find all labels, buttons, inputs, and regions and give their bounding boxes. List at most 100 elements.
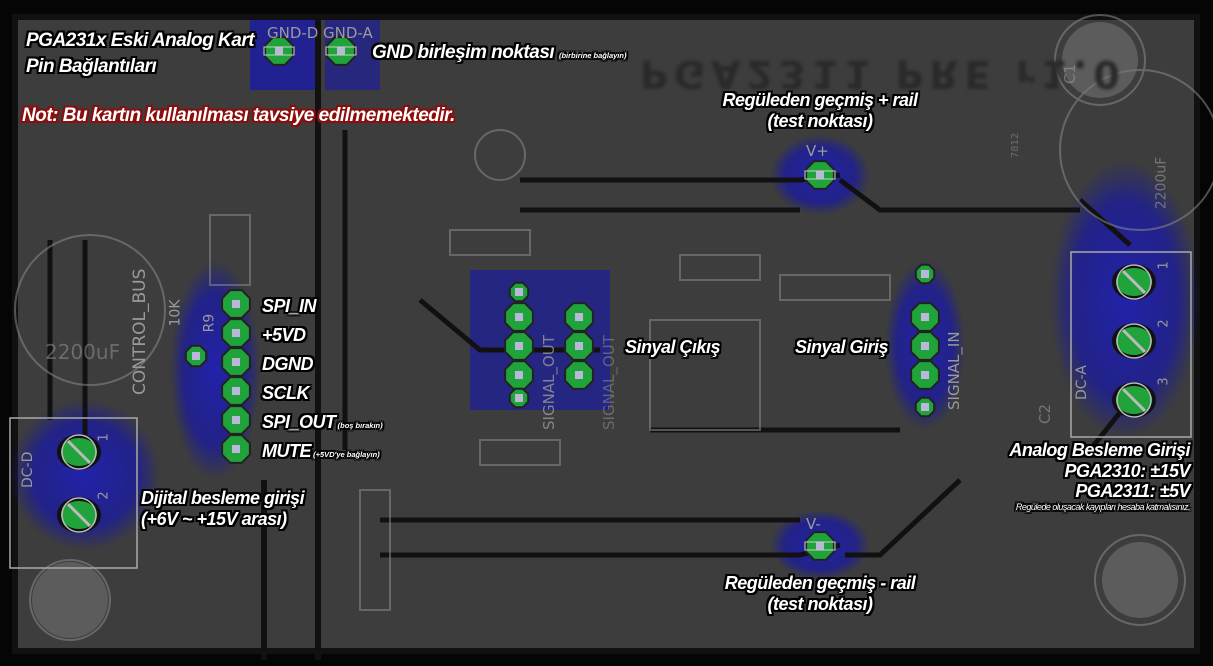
c2-ref: C2 [1036,403,1055,425]
screw-slot [1121,328,1147,354]
v-minus-pad-label: V- [806,515,821,533]
screw-ring [1116,264,1152,300]
control-bus-pin-label: SCLK [262,383,310,404]
regulator-ref: 7812 [1010,132,1022,159]
dc-a-label-line-2: PGA2310: ±15V [1064,460,1191,481]
pad-hole [232,445,240,453]
control-bus-pin-label: +5VD [262,325,306,346]
screw-ring [1116,382,1152,418]
pad-hole [232,358,240,366]
control-bus-pin-label: DGND [262,354,314,375]
pad-hole [816,171,824,179]
pad-hole [515,313,523,321]
pad-hole [515,342,523,350]
pad-hole [921,313,929,321]
pad-hole [575,313,583,321]
v-plus-label: Regüleden geçmiş + rail (test noktası) [700,90,940,131]
dc-d-label: Dijital besleme girişi (+6V ~ +15V arası… [141,488,305,529]
pad-hole [232,300,240,308]
screw-slot [66,439,92,465]
gnd-join-label: GND birleşim noktası (birbirine bağlayın… [372,42,626,64]
pad-hole [921,371,929,379]
dc-a-outline [1070,251,1192,438]
title-line-2: Pin Bağlantıları [26,56,157,77]
screw-slot [1121,269,1147,295]
control-bus-pin-label: SPI_IN [262,296,317,317]
pad-hole [515,288,523,296]
test-point-outline [263,46,295,56]
dc-a-label: Analog Besleme Girişi PGA2310: ±15V PGA2… [900,440,1190,512]
pad-hole [515,394,523,402]
r9-ref: R9 [201,313,218,333]
pin-note: (+5VD'ye bağlayın) [311,450,380,459]
control-bus-silk: CONTROL_BUS [130,268,150,395]
pad-hole [337,47,345,55]
signal-in-silk: SIGNAL_IN [945,331,963,410]
dc-d-pin-1: 1 [96,433,112,442]
dc-d-silk: DC-D [20,451,36,488]
dc-a-pin-3: 3 [1156,377,1172,386]
pad-hole [921,270,929,278]
dc-d-outline [9,417,138,569]
control-bus-pin-label: SPI_OUT (boş bırakın) [262,412,383,433]
signal-out-silk: SIGNAL_OUT [540,335,558,430]
pin-name: SCLK [262,383,310,403]
pad-hole [232,416,240,424]
v-plus-label-line-1: Regüleden geçmiş + rail [722,90,918,110]
gnd-d-pad-label: GND-D [267,24,319,42]
dc-a-label-line-1: Analog Besleme Girişi [1009,440,1190,460]
pad-hole [575,342,583,350]
r9-value: 10K [167,299,184,327]
silkscreen-components [14,14,1213,641]
title-line-1: PGA231x Eski Analog Kart [26,30,255,51]
pad-hole [232,329,240,337]
gnd-join-text: GND birleşim noktası [372,42,555,63]
v-plus-pad-label: V+ [806,142,829,160]
dc-d-pin-2: 2 [96,491,112,500]
test-point-outline [804,170,836,180]
pin-name: SPI_IN [262,296,317,316]
dc-a-pin-2: 2 [1156,319,1172,328]
pad-hole [816,542,824,550]
screw-slot [66,502,92,528]
pad-hole [232,387,240,395]
v-minus-label-line-2: (test noktası) [767,593,873,614]
screw-slot [1121,387,1147,413]
pin-name: MUTE [262,441,312,461]
v-plus-label-line-2: (test noktası) [767,110,873,131]
pad-hole [921,342,929,350]
dc-a-note: Regülede oluşacak kayıpları hesaba katma… [1015,502,1191,513]
c1-ref: C1 [1061,63,1080,85]
pin-name: DGND [262,354,314,374]
test-point-outline [804,541,836,551]
warning-note: Not: Bu kartın kullanılması tavsiye edil… [22,105,455,126]
v-minus-label: Regüleden geçmiş - rail (test noktası) [700,573,940,614]
signal-out-silk-2: SIGNAL_OUT [600,335,618,430]
dc-d-label-line-1: Dijital besleme girişi [141,488,305,508]
pad-hole [275,47,283,55]
dc-a-label-line-3: PGA2311: ±5V [1075,481,1190,502]
pad-hole [192,352,200,360]
pin-name: +5VD [262,325,306,345]
c-left-value: 2200uF [45,340,121,364]
dc-a-silk: DC-A [1074,365,1090,400]
v-minus-label-line-1: Regüleden geçmiş - rail [724,573,916,593]
c1-value: 2200uF [1153,156,1170,210]
dc-d-label-line-2: (+6V ~ +15V arası) [141,508,287,529]
control-bus-pin-label: MUTE (+5VD'ye bağlayın) [262,441,380,462]
gnd-a-pad-label: GND-A [323,24,373,42]
screw-ring [1116,323,1152,359]
screw-ring [61,434,97,470]
signal-in-label: Sinyal Giriş [795,337,889,357]
gnd-join-note: (birbirine bağlayın) [558,51,627,60]
screw-ring [61,497,97,533]
silkscreen-discs [32,22,1178,638]
pad-hole [921,403,929,411]
dc-a-pin-1: 1 [1156,261,1172,270]
pin-note: (boş bırakın) [335,421,383,430]
pin-name: SPI_OUT [262,412,336,432]
pad-hole [515,371,523,379]
signal-out-label: Sinyal Çıkış [625,337,721,357]
test-point-outline [325,46,357,56]
